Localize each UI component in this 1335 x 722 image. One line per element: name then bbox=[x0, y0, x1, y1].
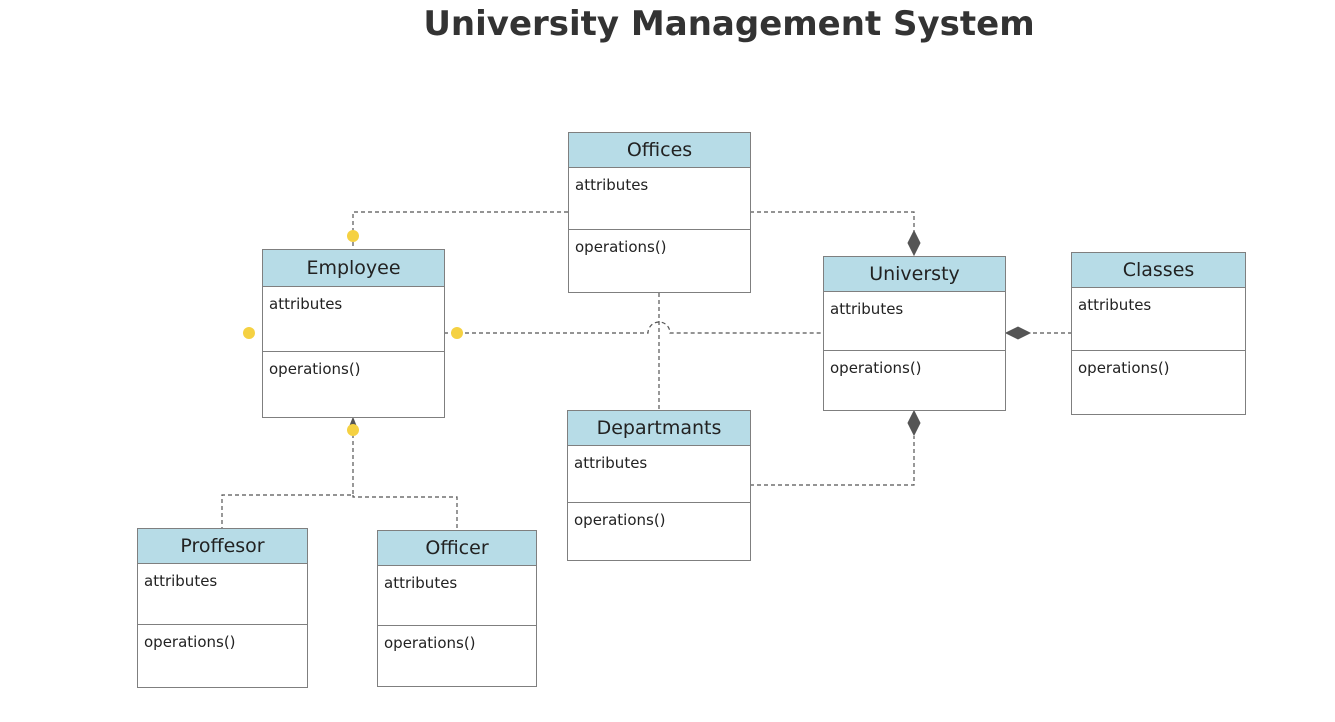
handle-dot-left bbox=[243, 327, 255, 339]
class-name: Departmants bbox=[568, 411, 750, 446]
class-departments[interactable]: Departmants attributes operations() bbox=[567, 410, 751, 561]
class-officer[interactable]: Officer attributes operations() bbox=[377, 530, 537, 687]
class-attributes: attributes bbox=[568, 446, 750, 503]
class-employee[interactable]: Employee attributes operations() bbox=[262, 249, 445, 418]
connector-departments-university bbox=[750, 436, 915, 486]
class-name: Universty bbox=[824, 257, 1005, 292]
class-name: Classes bbox=[1072, 253, 1245, 288]
handle-dot-top bbox=[347, 230, 359, 242]
class-classes[interactable]: Classes attributes operations() bbox=[1071, 252, 1246, 415]
class-operations: operations() bbox=[575, 238, 667, 256]
connector-employee-professor bbox=[221, 420, 354, 529]
handle-dot-bottom bbox=[347, 424, 359, 436]
class-professor[interactable]: Proffesor attributes operations() bbox=[137, 528, 308, 688]
connector-employee-university bbox=[444, 321, 824, 334]
composition-diamond-offices bbox=[907, 229, 921, 257]
handle-dot-right bbox=[451, 327, 463, 339]
class-operations: operations() bbox=[384, 634, 476, 652]
class-attributes: attributes bbox=[378, 566, 536, 626]
class-operations: operations() bbox=[269, 360, 361, 378]
connector-offices-employee bbox=[352, 211, 568, 250]
class-university[interactable]: Universty attributes operations() bbox=[823, 256, 1006, 411]
class-operations: operations() bbox=[830, 359, 922, 377]
class-operations: operations() bbox=[144, 633, 236, 651]
class-attributes: attributes bbox=[138, 564, 307, 625]
class-name: Offices bbox=[569, 133, 750, 168]
class-attributes: attributes bbox=[1072, 288, 1245, 351]
class-attributes: attributes bbox=[569, 168, 750, 230]
class-name: Employee bbox=[263, 250, 444, 287]
composition-diamond-departments bbox=[907, 409, 921, 437]
class-attributes: attributes bbox=[263, 287, 444, 352]
connector-offices-university bbox=[750, 211, 915, 233]
class-name: Officer bbox=[378, 531, 536, 566]
class-offices[interactable]: Offices attributes operations() bbox=[568, 132, 751, 293]
class-operations: operations() bbox=[574, 511, 666, 529]
connector-employee-officer bbox=[352, 495, 458, 530]
page-title: University Management System bbox=[423, 4, 1035, 44]
class-attributes: attributes bbox=[824, 292, 1005, 351]
class-operations: operations() bbox=[1078, 359, 1170, 377]
composition-diamond-classes bbox=[1004, 326, 1032, 340]
class-name: Proffesor bbox=[138, 529, 307, 564]
